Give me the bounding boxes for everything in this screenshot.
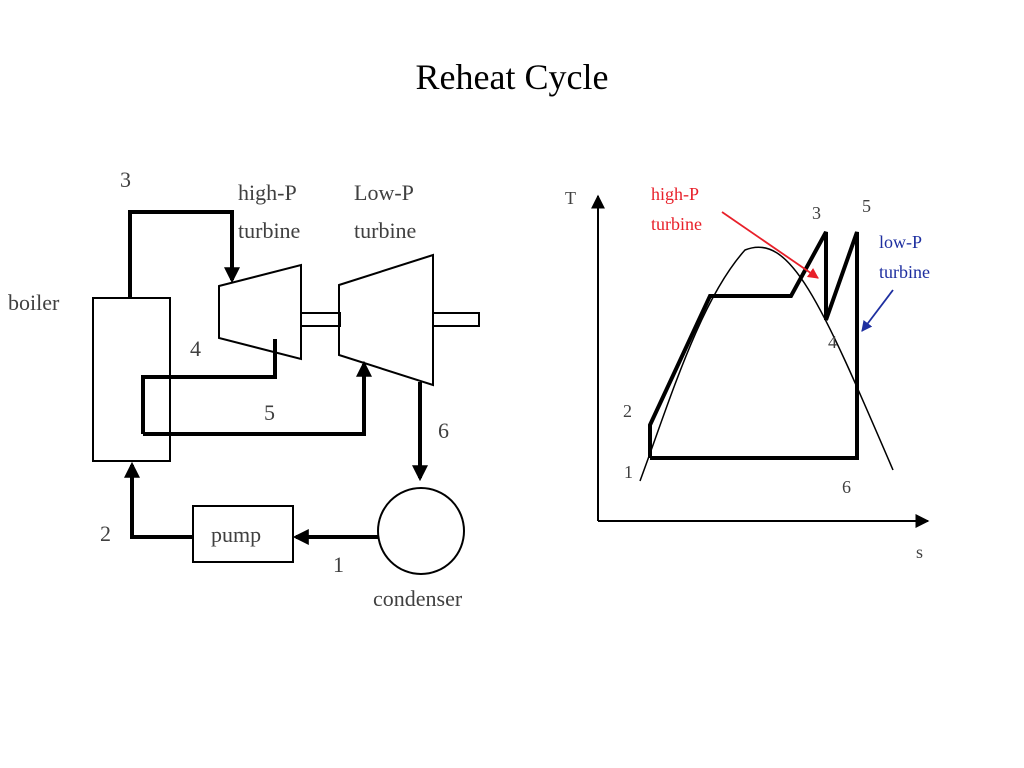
state-1-label: 1 xyxy=(333,552,344,577)
line-boiler-to-hp-turbine xyxy=(128,210,240,298)
ts-state-5-label: 5 xyxy=(862,196,871,216)
ts-state-6-label: 6 xyxy=(842,477,851,497)
state-3-label: 3 xyxy=(120,167,131,192)
ts-lp-annotation-2: turbine xyxy=(879,262,930,282)
ts-hp-annotation-1: high-P xyxy=(651,184,699,204)
ts-state-3-label: 3 xyxy=(812,203,821,223)
state-5-label: 5 xyxy=(264,400,275,425)
ts-state-2-label: 2 xyxy=(623,401,632,421)
hp-turbine-shape xyxy=(218,263,302,361)
y-axis-label: T xyxy=(565,188,576,208)
lp-turbine-shape xyxy=(338,253,434,387)
lp-turbine-label-2: turbine xyxy=(354,218,416,243)
x-axis-label: s xyxy=(916,542,923,562)
ts-state-1-label: 1 xyxy=(624,462,633,482)
page-title: Reheat Cycle xyxy=(415,57,609,97)
lp-annotation-arrow xyxy=(861,289,894,332)
condenser-circle xyxy=(377,487,465,575)
lp-turbine-label-1: Low-P xyxy=(354,180,414,205)
line-pump-to-boiler xyxy=(124,461,193,539)
state-4-label: 4 xyxy=(190,336,201,361)
boiler-label: boiler xyxy=(8,290,60,315)
ts-hp-annotation-2: turbine xyxy=(651,214,702,234)
state-2-label: 2 xyxy=(100,521,111,546)
hp-turbine-label-1: high-P xyxy=(238,180,297,205)
cycle-path xyxy=(648,231,859,460)
hp-annotation-arrow xyxy=(721,211,819,279)
ts-state-4-label: 4 xyxy=(828,332,837,352)
condenser-label: condenser xyxy=(373,586,463,611)
line-hp-turbine-to-reheater xyxy=(141,339,277,434)
pump-label: pump xyxy=(211,522,261,547)
line-reheater-to-lp-turbine xyxy=(143,360,372,436)
saturation-dome xyxy=(639,246,894,482)
pump-box xyxy=(192,505,294,563)
state-6-label: 6 xyxy=(438,418,449,443)
hp-turbine-label-2: turbine xyxy=(238,218,300,243)
ts-lp-annotation-1: low-P xyxy=(879,232,922,252)
